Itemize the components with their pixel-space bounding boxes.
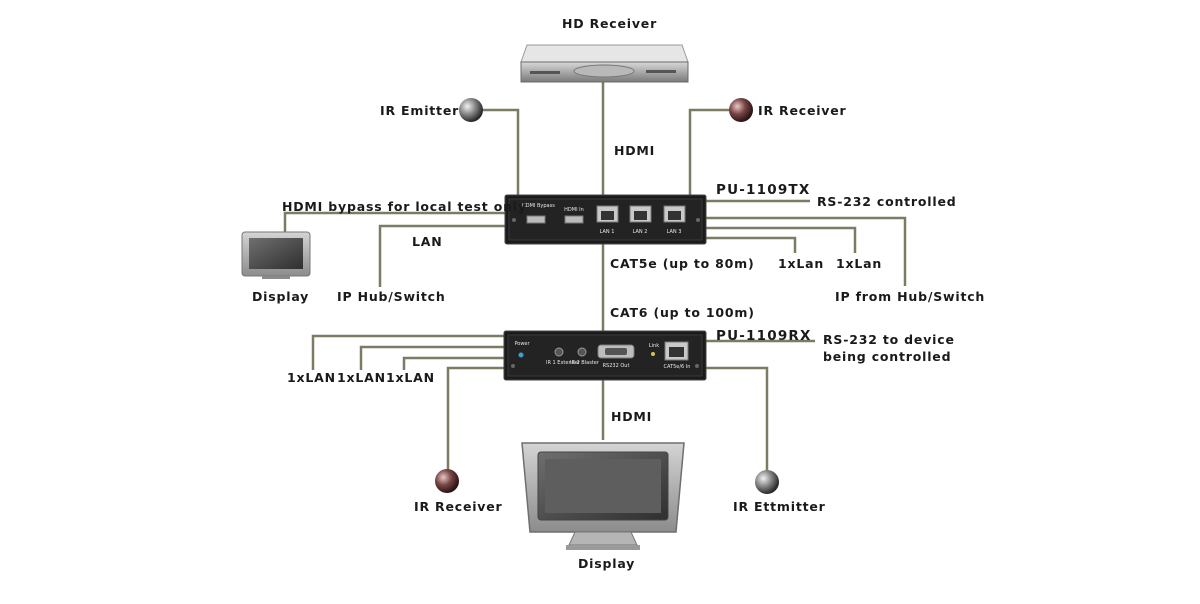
ir-emitter-top-icon bbox=[459, 98, 483, 122]
tx-port-label-hdmi-in: HDMI In bbox=[564, 207, 584, 213]
ir-emitter-bottom-cable bbox=[706, 366, 769, 475]
lan-left-2-cable bbox=[359, 345, 504, 370]
lan-label: LAN bbox=[412, 234, 443, 249]
tx-hdmi-bypass-port bbox=[526, 215, 546, 224]
rx-port-label-link: Link bbox=[648, 343, 660, 349]
tx-hdmi-in-port bbox=[564, 215, 584, 224]
hdmi-top-label: HDMI bbox=[614, 143, 656, 158]
tx-port-label-hdmi-bypass: HDMI Bypass bbox=[522, 203, 555, 209]
tx-port-label-lan1: LAN 1 bbox=[599, 229, 615, 235]
ir-receiver-top-icon bbox=[729, 98, 753, 122]
rs232-device-line2-label: being controlled bbox=[823, 349, 952, 364]
tx-port-label-lan2: LAN 2 bbox=[632, 229, 648, 235]
rx-port-label-ir2: IR 2 Blaster bbox=[570, 360, 599, 366]
display-big-label: Display bbox=[578, 556, 636, 571]
lan-left-3-cable bbox=[402, 356, 504, 370]
hdmi-bottom-label: HDMI bbox=[611, 409, 653, 424]
cat5e-label: CAT5e (up to 80m) bbox=[610, 256, 755, 271]
rs232-device-line1-label: RS-232 to device bbox=[823, 332, 955, 347]
ir-receiver-top-cable bbox=[688, 108, 740, 196]
rs232-controlled-label: RS-232 controlled bbox=[817, 194, 957, 209]
rx-unit bbox=[503, 330, 707, 381]
ir-emitter-top-cable bbox=[480, 108, 520, 196]
hd-receiver-device bbox=[520, 44, 689, 83]
lan-hub-cable bbox=[378, 224, 506, 287]
ip-from-hub-cable bbox=[706, 216, 907, 286]
rx-port-label-cat5e: CAT5e/6 In bbox=[663, 364, 691, 370]
ir2-jack bbox=[577, 347, 587, 357]
power-led-icon bbox=[518, 352, 524, 358]
ir-receiver-bottom-cable bbox=[446, 366, 504, 470]
lan-left-1-label: 1xLAN bbox=[287, 370, 336, 385]
lan-1x-b-label: 1xLan bbox=[836, 256, 883, 271]
lan-1x-a-label: 1xLan bbox=[778, 256, 825, 271]
lan-1x-a-cable bbox=[706, 236, 797, 253]
ir-receiver-bottom-icon bbox=[435, 469, 459, 493]
tx-port-label-lan3: LAN 3 bbox=[666, 229, 682, 235]
tx-unit bbox=[504, 194, 707, 245]
ir-receiver-top-label: IR Receiver bbox=[758, 103, 847, 118]
lan-left-3-label: 1xLAN bbox=[386, 370, 435, 385]
cat6-label: CAT6 (up to 100m) bbox=[610, 305, 755, 320]
big-display-icon bbox=[521, 442, 685, 550]
hd-receiver-label: HD Receiver bbox=[562, 16, 658, 31]
rx-model-label: PU-1109RX bbox=[716, 328, 812, 344]
ir-emitter-top-label: IR Emitter bbox=[380, 103, 460, 118]
tx-model-label: PU-1109TX bbox=[716, 182, 811, 198]
ip-hub-switch-label: IP Hub/Switch bbox=[337, 289, 446, 304]
ir-receiver-bottom-label: IR Receiver bbox=[414, 499, 503, 514]
hdmi-bypass-cable bbox=[283, 211, 506, 233]
ir-emitter-bottom-label: IR Ettmitter bbox=[733, 499, 826, 514]
rx-port-label-rs232: RS232 Out bbox=[602, 363, 630, 369]
connection-lines bbox=[283, 78, 907, 475]
small-display-icon bbox=[241, 231, 311, 279]
lan-left-2-label: 1xLAN bbox=[337, 370, 386, 385]
ip-from-hub-label: IP from Hub/Switch bbox=[835, 289, 986, 304]
ir1-jack bbox=[554, 347, 564, 357]
rx-port-label-ir1: IR 1 Extender bbox=[546, 360, 580, 366]
hdmi-bypass-label: HDMI bypass for local test only bbox=[282, 199, 527, 214]
ir-emitter-bottom-icon bbox=[755, 470, 779, 494]
link-led-icon bbox=[651, 352, 655, 356]
display-small-label: Display bbox=[252, 289, 310, 304]
lan-left-1-cable bbox=[311, 334, 504, 370]
lan-1x-b-cable bbox=[706, 226, 857, 253]
rx-port-label-power: Power bbox=[514, 341, 530, 347]
